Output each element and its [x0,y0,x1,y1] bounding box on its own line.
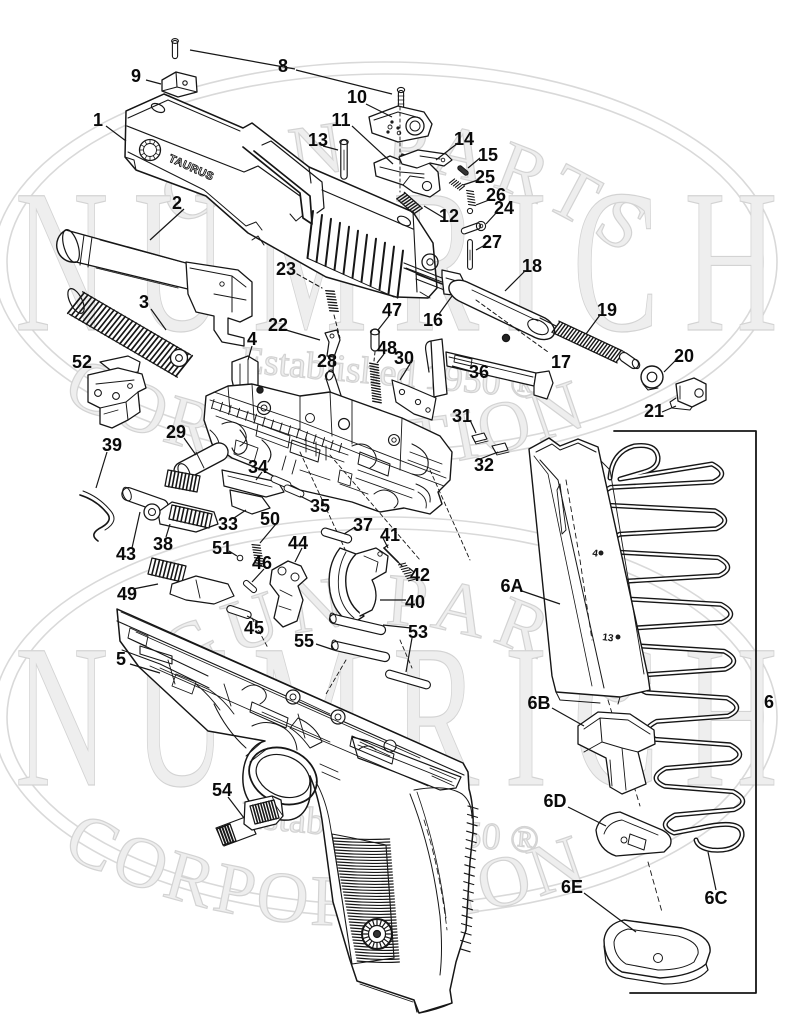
svg-text:13: 13 [602,632,615,645]
svg-text:22: 22 [268,315,288,335]
svg-text:4: 4 [592,548,599,560]
svg-text:12: 12 [439,206,459,226]
svg-text:13: 13 [308,130,328,150]
svg-text:14: 14 [454,129,474,149]
svg-text:5: 5 [116,649,126,669]
svg-text:27: 27 [482,232,502,252]
svg-text:3: 3 [139,292,149,312]
svg-text:52: 52 [72,352,92,372]
svg-text:21: 21 [644,401,664,421]
svg-text:6B: 6B [527,693,550,713]
svg-text:23: 23 [276,259,296,279]
svg-text:15: 15 [478,145,498,165]
svg-text:44: 44 [288,533,308,553]
svg-text:30: 30 [394,348,414,368]
svg-text:40: 40 [405,592,425,612]
svg-text:2: 2 [172,193,182,213]
svg-text:32: 32 [474,455,494,475]
svg-text:54: 54 [212,780,232,800]
svg-text:25: 25 [475,167,495,187]
svg-text:45: 45 [244,618,264,638]
svg-text:43: 43 [116,544,136,564]
svg-text:49: 49 [117,584,137,604]
svg-text:47: 47 [382,300,402,320]
svg-text:41: 41 [380,525,400,545]
svg-text:8: 8 [278,56,288,76]
svg-text:4: 4 [247,329,257,349]
svg-text:39: 39 [102,435,122,455]
svg-text:31: 31 [452,406,472,426]
svg-text:42: 42 [410,565,430,585]
svg-text:29: 29 [166,422,186,442]
svg-text:10: 10 [347,87,367,107]
svg-text:1: 1 [93,110,103,130]
svg-text:26: 26 [486,185,506,205]
svg-text:38: 38 [153,534,173,554]
svg-text:17: 17 [551,352,571,372]
svg-text:6: 6 [764,692,774,712]
svg-text:6C: 6C [704,888,727,908]
svg-text:20: 20 [674,346,694,366]
svg-text:6D: 6D [543,791,566,811]
svg-text:35: 35 [310,496,330,516]
svg-text:28: 28 [317,351,337,371]
svg-text:53: 53 [408,622,428,642]
svg-text:11: 11 [331,110,350,130]
svg-text:19: 19 [597,300,617,320]
svg-text:36: 36 [469,362,489,382]
svg-text:51: 51 [212,538,232,558]
svg-text:6E: 6E [561,877,583,897]
svg-text:33: 33 [218,514,238,534]
svg-text:37: 37 [353,515,373,535]
svg-text:16: 16 [423,310,443,330]
svg-text:50: 50 [260,509,280,529]
svg-text:6A: 6A [500,576,523,596]
svg-text:48: 48 [377,338,397,358]
svg-text:24: 24 [494,198,514,218]
svg-text:18: 18 [522,256,542,276]
svg-text:9: 9 [131,66,141,86]
svg-text:34: 34 [248,457,268,477]
svg-text:55: 55 [294,631,314,651]
svg-text:46: 46 [252,553,272,573]
